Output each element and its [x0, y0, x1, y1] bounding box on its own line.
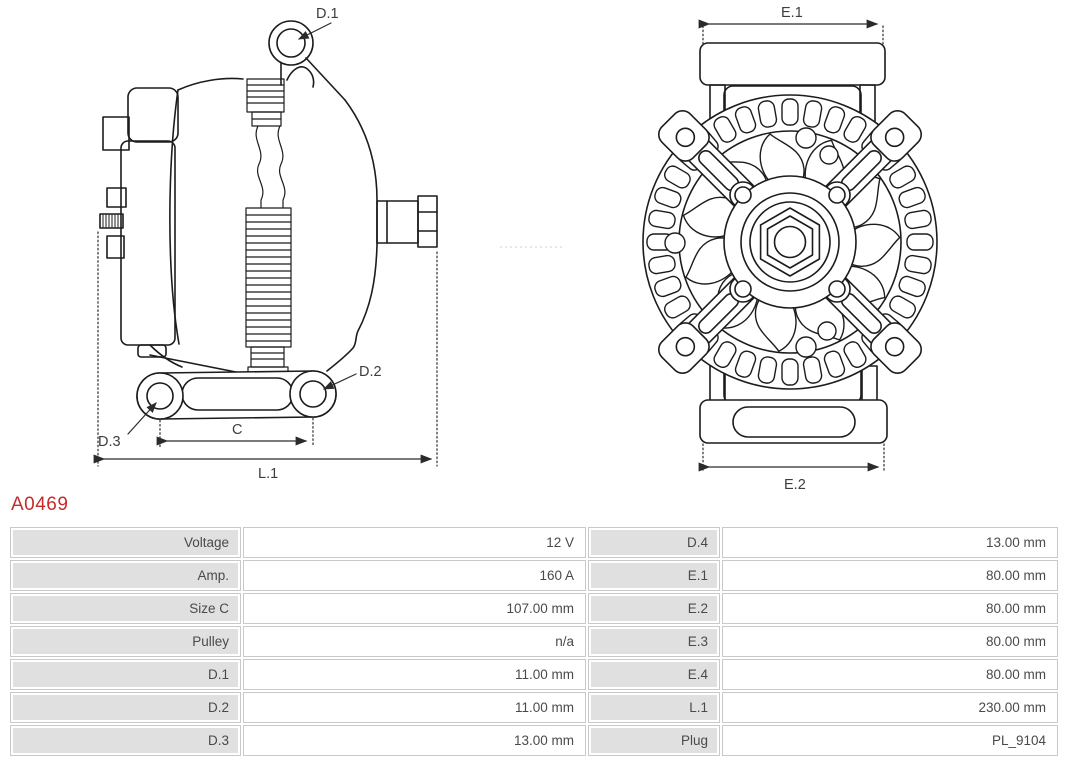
spec-label-cell: L.1: [588, 692, 720, 723]
label-e2: E.2: [784, 477, 806, 493]
table-row: Size C 107.00 mm E.2 80.00 mm: [10, 593, 1058, 624]
spec-value-cell: 11.00 mm: [243, 659, 586, 690]
label-e1: E.1: [781, 5, 803, 21]
spec-value-cell: 80.00 mm: [722, 626, 1058, 657]
spec-value-cell: 160 A: [243, 560, 586, 591]
spec-value-cell: n/a: [243, 626, 586, 657]
table-row: Amp. 160 A E.1 80.00 mm: [10, 560, 1058, 591]
label-d3: D.3: [98, 434, 121, 450]
spec-value-cell: PL_9104: [722, 725, 1058, 756]
spec-value-cell: 13.00 mm: [243, 725, 586, 756]
spec-table: Voltage 12 V D.4 13.00 mm Amp. 160 A E.1…: [10, 527, 1058, 756]
spec-value-cell: 80.00 mm: [722, 593, 1058, 624]
spec-label-cell: E.1: [588, 560, 720, 591]
spec-label-cell: Voltage: [10, 527, 241, 558]
label-d1: D.1: [316, 6, 339, 22]
spec-value-cell: 107.00 mm: [243, 593, 586, 624]
technical-drawings: D.1 D.2 D.3 C L.1: [93, 5, 938, 493]
spec-label-cell: E.4: [588, 659, 720, 690]
spec-label-cell: D.2: [10, 692, 241, 723]
table-row: D.1 11.00 mm E.4 80.00 mm: [10, 659, 1058, 690]
table-row: Pulley n/a E.3 80.00 mm: [10, 626, 1058, 657]
spec-label-cell: D.4: [588, 527, 720, 558]
spec-label-cell: D.1: [10, 659, 241, 690]
spec-label-cell: Pulley: [10, 626, 241, 657]
spec-label-cell: E.2: [588, 593, 720, 624]
front-view-diagram: E.1 E.2: [642, 5, 938, 493]
spec-value-cell: 230.00 mm: [722, 692, 1058, 723]
spec-value-cell: 80.00 mm: [722, 560, 1058, 591]
spec-value-cell: 80.00 mm: [722, 659, 1058, 690]
spec-label-cell: Size C: [10, 593, 241, 624]
label-d2: D.2: [359, 364, 382, 380]
table-row: D.2 11.00 mm L.1 230.00 mm: [10, 692, 1058, 723]
spec-value-cell: 13.00 mm: [722, 527, 1058, 558]
spec-value-cell: 12 V: [243, 527, 586, 558]
label-c: C: [232, 422, 242, 438]
table-row: D.3 13.00 mm Plug PL_9104: [10, 725, 1058, 756]
spec-label-cell: Plug: [588, 725, 720, 756]
part-number-title: A0469: [11, 494, 69, 515]
label-l1: L.1: [258, 466, 278, 482]
spec-label-cell: D.3: [10, 725, 241, 756]
side-view-diagram: D.1 D.2 D.3 C L.1: [93, 6, 438, 482]
spec-label-cell: E.3: [588, 626, 720, 657]
spec-label-cell: Amp.: [10, 560, 241, 591]
table-row: Voltage 12 V D.4 13.00 mm: [10, 527, 1058, 558]
spec-value-cell: 11.00 mm: [243, 692, 586, 723]
